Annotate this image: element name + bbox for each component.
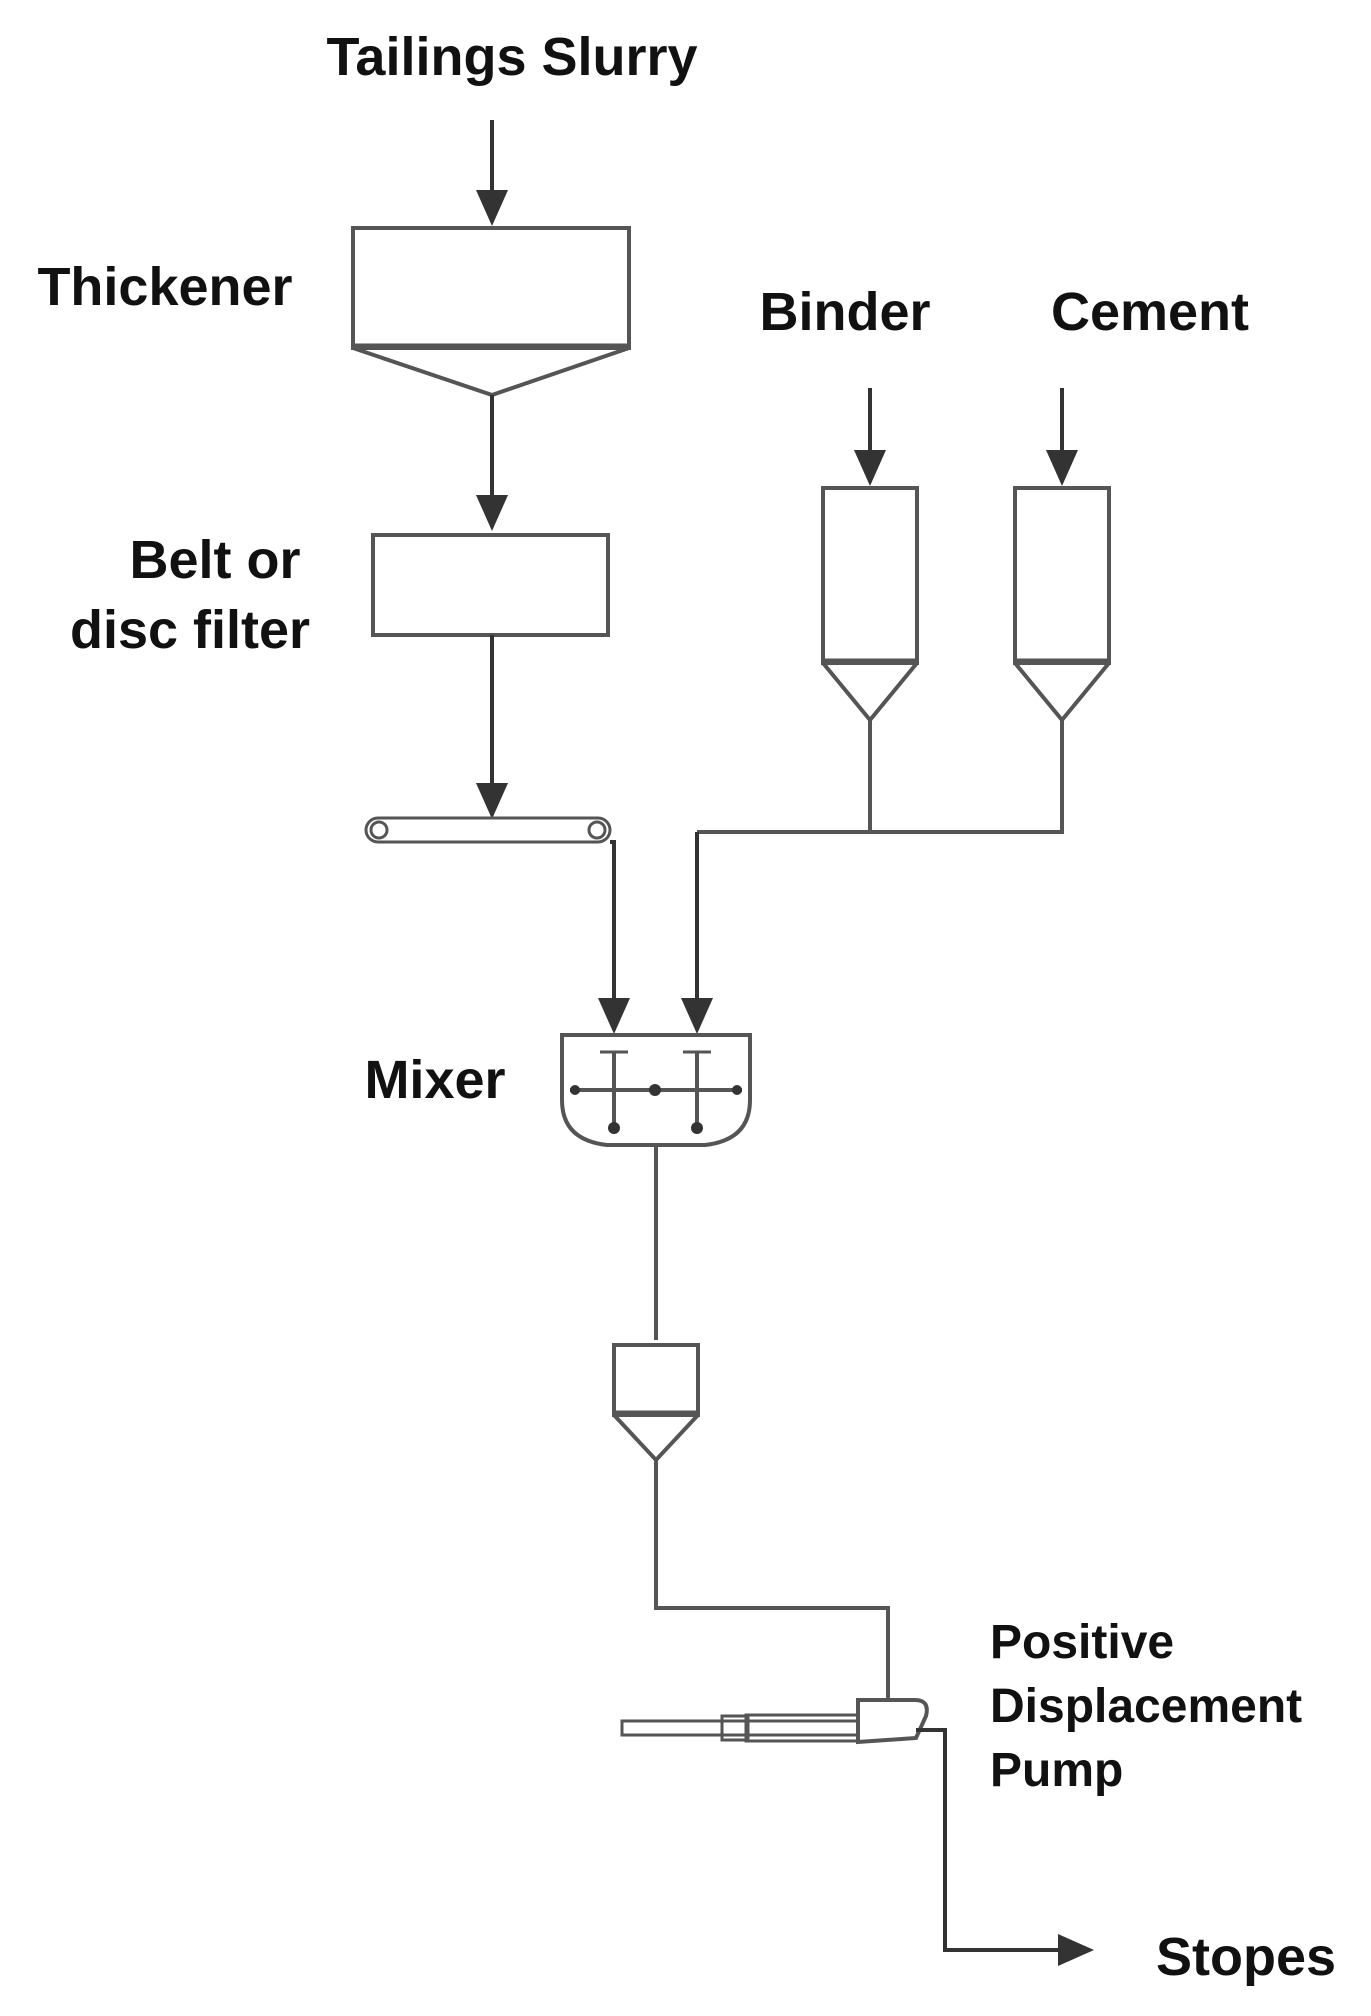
hopper-shape (612, 1343, 700, 1463)
thickener-shape (351, 226, 631, 398)
label-belt-or: Belt or (129, 530, 300, 590)
label-disc-filter: disc filter (70, 600, 310, 660)
label-mixer: Mixer (364, 1050, 505, 1110)
pump-to-stopes-arrow (916, 1728, 1094, 1966)
cement-silo-shape (1013, 486, 1111, 724)
binder-silo-shape (821, 486, 919, 724)
mixer-shape (560, 1033, 752, 1147)
filter-shape (371, 533, 610, 637)
label-pump-line1: Positive (990, 1616, 1174, 1669)
hopper-to-pump-line (654, 1460, 890, 1700)
label-pump-line2: Displacement (990, 1680, 1302, 1733)
label-binder: Binder (759, 282, 930, 342)
label-thickener: Thickener (37, 257, 292, 317)
conveyor-to-mixer-arrow (598, 840, 630, 1034)
label-cement: Cement (1051, 282, 1249, 342)
label-stopes: Stopes (1156, 1927, 1336, 1987)
label-tailings-slurry: Tailings Slurry (326, 27, 697, 87)
label-pump-line3: Pump (990, 1744, 1123, 1797)
cement-discharge-line (697, 720, 1064, 834)
pump-shape (620, 1698, 929, 1745)
conveyor-belt-shape (364, 816, 612, 844)
